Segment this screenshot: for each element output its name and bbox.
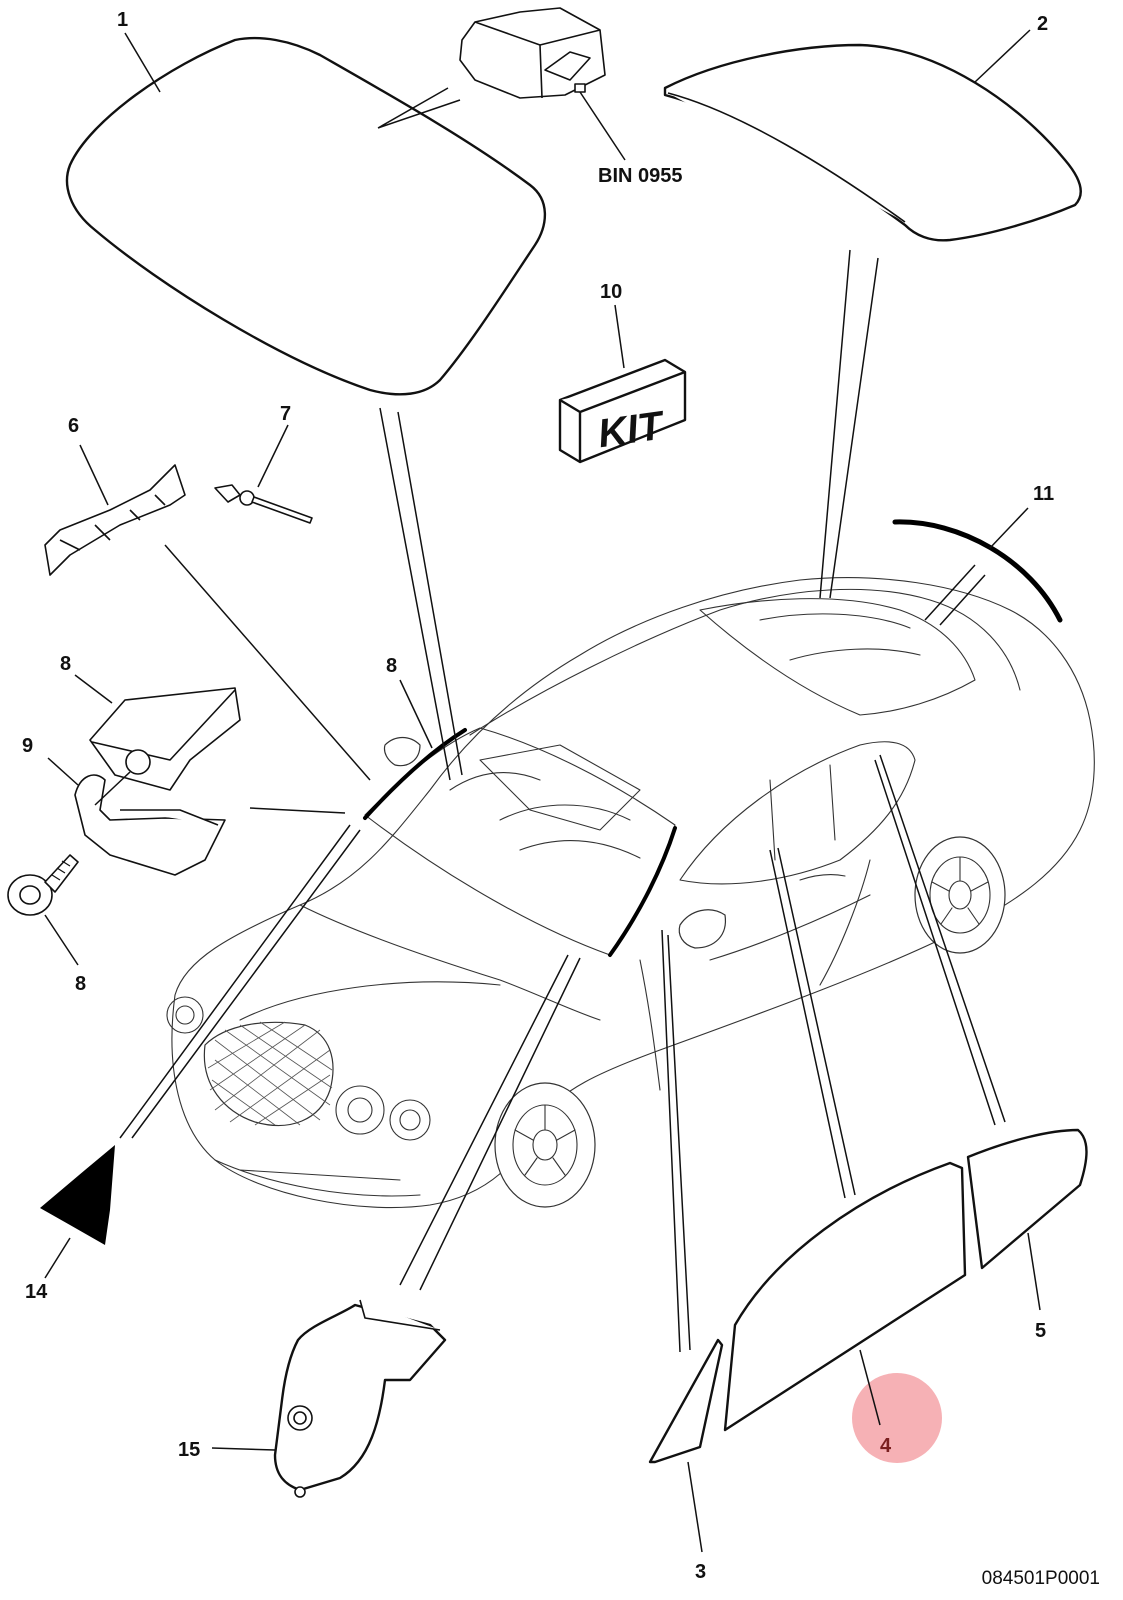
- part-rear-side-glass: 5: [966, 1128, 1088, 1342]
- callout-14[interactable]: 14: [25, 1281, 48, 1303]
- part-trim-14: 14: [25, 1145, 115, 1303]
- part-clip-11: 9: [22, 735, 346, 876]
- callout-2[interactable]: 2: [1037, 13, 1048, 35]
- callout-8-left[interactable]: 8: [60, 653, 71, 675]
- callout-11[interactable]: 9: [22, 735, 33, 757]
- part-bin-module: BIN 0955: [459, 7, 683, 187]
- callout-7[interactable]: 7: [280, 403, 291, 425]
- part-bracket: 6: [44, 415, 371, 781]
- part-clip-8: 8: [60, 653, 241, 791]
- grille-mesh: [207, 1021, 333, 1126]
- callout-8-car[interactable]: 8: [386, 655, 397, 677]
- callout-12[interactable]: 11: [1033, 483, 1054, 505]
- callout-4[interactable]: 4: [880, 1435, 892, 1457]
- part-rear-window: 2: [663, 13, 1082, 599]
- callout-1[interactable]: 1: [117, 9, 128, 31]
- callout-9[interactable]: 8: [75, 973, 86, 995]
- part-kit: KIT 10: [558, 281, 687, 464]
- diagram-reference-number: 084501P0001: [982, 1568, 1100, 1589]
- callout-6[interactable]: 6: [68, 415, 79, 437]
- part-roof-strip: 11: [892, 483, 1063, 626]
- callout-5[interactable]: 5: [1035, 1320, 1046, 1342]
- part-windscreen: 1: [65, 9, 547, 396]
- part-screw: 8: [7, 854, 86, 995]
- callout-group-8-car: 8: [386, 655, 433, 749]
- part-quarter-glass: 3: [648, 1338, 724, 1583]
- part-plate-15: 15: [178, 1299, 447, 1498]
- highlight-marker-4[interactable]: [852, 1373, 942, 1463]
- callout-3[interactable]: 3: [695, 1561, 706, 1583]
- callout-15[interactable]: 15: [178, 1439, 200, 1461]
- leader-lines: [119, 407, 1006, 1353]
- part-door-glass: 4: [723, 1161, 967, 1463]
- bin-label: BIN 0955: [598, 165, 683, 187]
- part-rivet: 7: [214, 403, 313, 524]
- car-illustration: [166, 577, 1095, 1209]
- kit-label: KIT: [595, 403, 668, 456]
- callout-10[interactable]: 10: [600, 281, 622, 303]
- windscreen-seal: [363, 728, 677, 957]
